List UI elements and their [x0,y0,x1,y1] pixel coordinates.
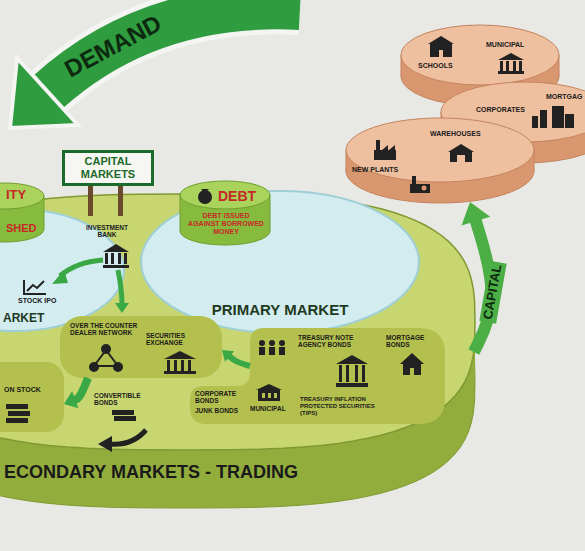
bond-bill-icon [112,410,136,421]
node-heading: TREASURY NOTE AGENCY BONDS [298,334,358,349]
stock-icon [6,404,30,423]
trade-arrow [110,430,146,444]
node-text: SECURITIES EXCHANGE [146,332,212,347]
node-heading: MORTGAG [546,93,582,101]
node-text: MUNICIPAL [250,405,296,412]
school-icon [428,36,454,57]
node-heading: DEBT [218,188,262,204]
mortgage-building-icon [552,106,574,128]
node-heading: ITY [6,188,42,203]
node-text: CORPORATES [476,106,528,114]
market-disc: PRIMARY MARKET DEBT DEBT ISSUED AGAINST BO… [140,190,420,334]
factory-icon [410,176,430,193]
item-label: INVESTMENT BANK [84,224,130,239]
flow-arrow [60,260,103,276]
arrow-head [462,202,491,226]
node-heading: CAPITAL MARKETS [66,155,150,180]
warehouse-icon [448,144,474,162]
municipal-icon [256,384,282,401]
node-heading: WAREHOUSES [430,130,490,138]
trade-arrow-head [98,436,112,452]
node-heading: SCHOOLS [418,62,464,70]
node-text: MORTGAGE BONDS [386,334,428,349]
corporate-building-icon [532,110,547,128]
flow-connector [74,378,88,400]
chart-icon [24,280,46,294]
node-text: NEW PLANTS [352,166,406,174]
municipal-building-icon [498,53,524,74]
arrow-label: DEMAND [60,9,166,83]
connector-group [222,350,250,366]
node-heading: PRIMARY MARKET [195,301,365,318]
node-heading: ON STOCK [4,386,52,394]
market-cylinder: DEBT DEBT ISSUED AGAINST BORROWED MONEY [179,181,271,246]
sign-post [88,186,93,216]
connector-group [64,378,88,408]
node-text: SHED [6,222,46,235]
node-heading: ECONDARY MARKETS - TRADING [4,462,344,483]
people-icon [259,340,285,355]
sign-post [118,186,123,216]
node-heading: OVER THE COUNTER DEALER NETWORK [70,322,144,337]
item-label: CONVERTIBLE BONDS [94,392,144,407]
item-label: STOCK IPO [18,297,64,305]
factory-icon [374,140,396,160]
market-region: OVER THE COUNTER DEALER NETWORKSECURITIE… [60,316,222,378]
demand-arrow-outline [48,7,300,92]
exchange-icon [164,351,196,374]
treasury-icon [336,355,368,387]
orange-disc: WAREHOUSES NEW PLANTS [345,118,535,204]
network-icon [90,345,122,371]
flow-connector [229,356,250,366]
node-text: CORPORATE BONDS [195,390,241,405]
flow-arrow-head [115,303,129,313]
arrow-head [64,391,78,408]
market-cylinder: ITY SHED [0,183,45,243]
demand-arrow [48,7,300,92]
node-text: JUNK BONDS [195,407,241,414]
market-platform: ECONDARY MARKETS - TRADINGARKETITYSHEDPR… [0,194,475,508]
node-text: DEBT ISSUED AGAINST BORROWED MONEY [186,212,266,236]
node-heading: ARKET [3,312,63,326]
house-icon [400,353,424,375]
flow-arrow-head [52,270,68,284]
flow-arrow [118,270,122,304]
node-text: MUNICIPAL [486,41,538,49]
arrow-head [222,350,234,362]
bank-icon [103,244,129,268]
node-text: TREASURY INFLATION PROTECTED SECURITIES … [300,396,384,417]
money-bag-icon [198,189,212,204]
market-region: TREASURY NOTE AGENCY BONDS MORTGAGE BONDS… [190,328,445,424]
sign-board: CAPITAL MARKETS [62,150,154,186]
connector-label: CAPITAL [479,260,506,323]
